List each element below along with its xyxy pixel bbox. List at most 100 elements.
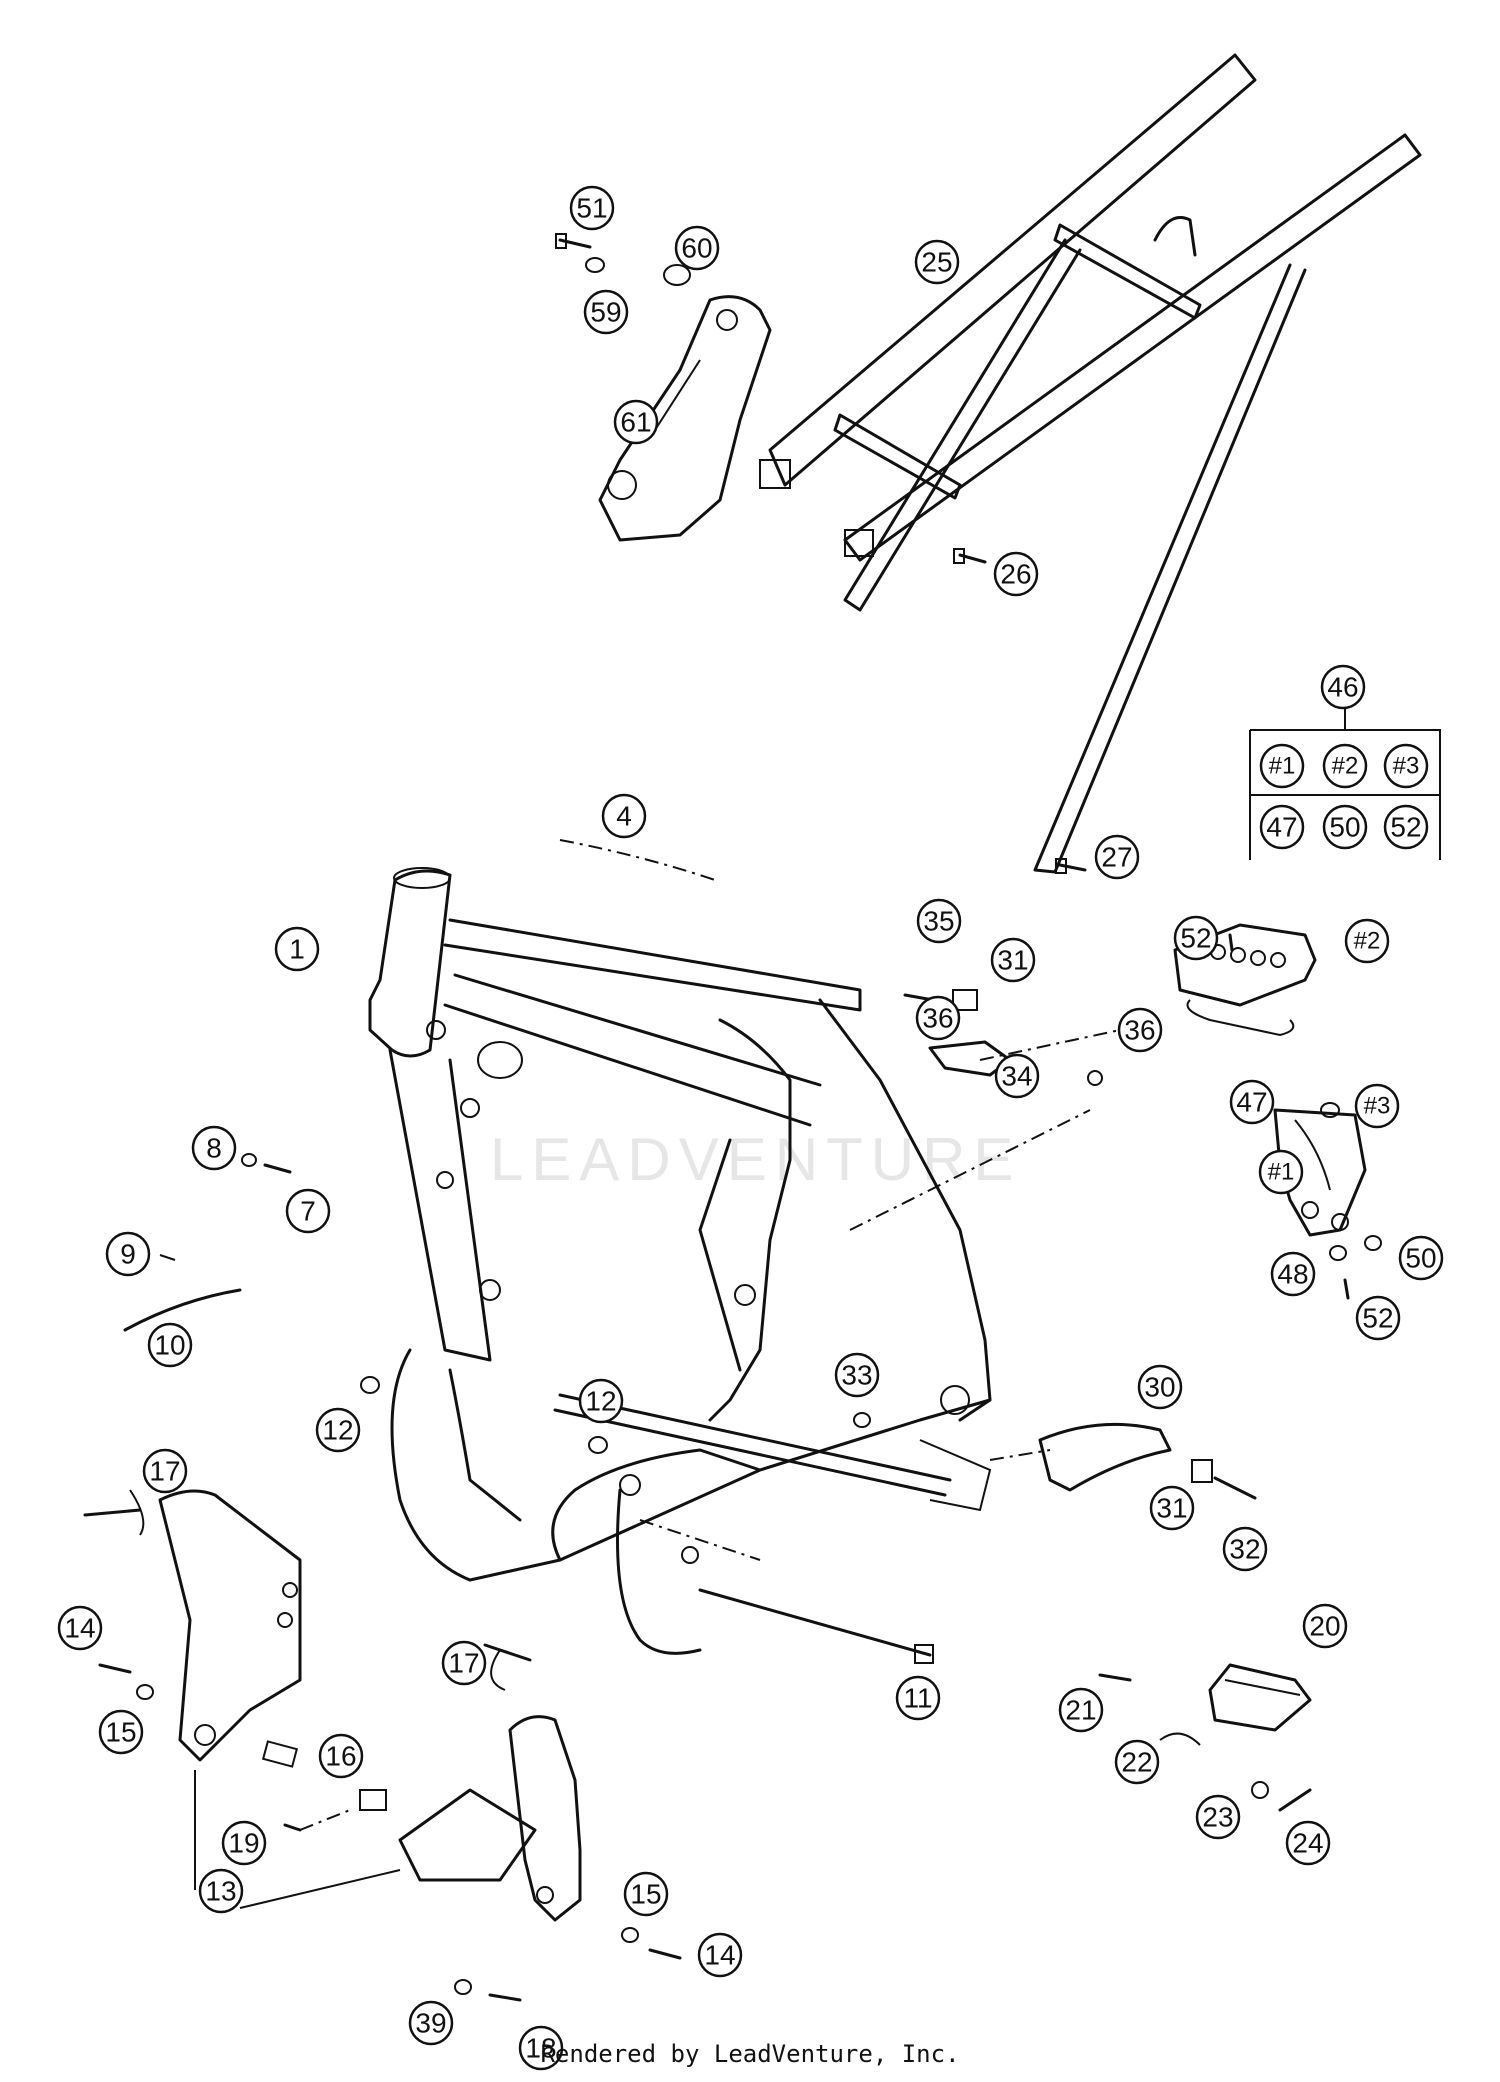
kit-member-50-circle: [1322, 804, 1368, 850]
callout-33: 33: [834, 1352, 880, 1398]
callout-31a-label: 31: [997, 945, 1028, 976]
engine-bolt-11-head: [914, 1644, 934, 1664]
screw-19: [283, 1823, 302, 1832]
screw-50: [1364, 1235, 1382, 1251]
callout-30-circle: [1137, 1364, 1183, 1410]
callout-14a-circle: [57, 1605, 103, 1651]
callout-12a-circle: [315, 1407, 361, 1453]
callout-7-circle: [285, 1188, 331, 1234]
callout-10: 10: [147, 1322, 193, 1368]
kit-callout-46-circle: [1320, 664, 1366, 710]
callout-61: 61: [613, 399, 659, 445]
nut-12a: [360, 1376, 380, 1394]
callout-59-circle: [583, 289, 629, 335]
kit-member-h1: #1: [1259, 743, 1305, 789]
callout-1-label: 1: [289, 934, 305, 965]
callout-8-label: 8: [206, 1133, 222, 1164]
spacer-31b: [1191, 1459, 1213, 1483]
callout-36a-circle: [915, 995, 961, 1041]
callout-12b-label: 12: [585, 1386, 616, 1417]
callout-48-label: 48: [1277, 1259, 1308, 1290]
callout-15b-label: 15: [630, 1879, 661, 1910]
callout-36b-circle: [1117, 1007, 1163, 1053]
kit-callout-46-label: 46: [1327, 672, 1358, 703]
callout-9: 9: [105, 1231, 151, 1277]
footrest-20: [1208, 1663, 1312, 1732]
kit-member-50-label: 50: [1329, 812, 1360, 843]
callout-61-circle: [613, 399, 659, 445]
callout-23: 23: [1195, 1794, 1241, 1840]
washer-36b: [1087, 1070, 1103, 1086]
bolt-18: [488, 1993, 522, 2002]
callout-25-circle: [914, 239, 960, 285]
callout-39-label: 39: [415, 2008, 446, 2039]
callout-11-circle: [895, 1675, 941, 1721]
callout-h1: #1: [1258, 1149, 1304, 1195]
cable-tie-17a-loop: [129, 1489, 145, 1536]
callout-59: 59: [583, 289, 629, 335]
callout-h1-circle: [1258, 1149, 1304, 1195]
callout-26: 26: [993, 551, 1039, 597]
kit-member-h3-circle: [1383, 743, 1429, 789]
nut-12b: [588, 1436, 608, 1454]
callout-20: 20: [1302, 1603, 1348, 1649]
callout-39-circle: [408, 2000, 454, 2046]
callout-15a-circle: [98, 1709, 144, 1755]
callout-25: 25: [914, 239, 960, 285]
callout-15b: 15: [623, 1871, 669, 1917]
callout-48-circle: [1270, 1251, 1316, 1297]
callout-32: 32: [1222, 1526, 1268, 1572]
main-frame: [368, 867, 992, 1655]
nut-h3: [1320, 1102, 1340, 1118]
callout-14b-circle: [697, 1932, 743, 1978]
callout-15a: 15: [98, 1709, 144, 1755]
callout-4: 4: [601, 793, 647, 839]
frame-guard-left: [158, 1489, 302, 1762]
callout-13-label: 13: [205, 1876, 236, 1907]
callout-14b: 14: [697, 1932, 743, 1978]
callout-27-label: 27: [1101, 842, 1132, 873]
callout-47: 47: [1229, 1079, 1275, 1125]
callout-36a-label: 36: [922, 1003, 953, 1034]
callout-31a: 31: [990, 937, 1036, 983]
callout-19: 19: [221, 1820, 267, 1866]
callout-12a-label: 12: [322, 1415, 353, 1446]
callout-31b-circle: [1149, 1485, 1195, 1531]
bracket-30: [1038, 1422, 1172, 1492]
callout-18: 18: [518, 2025, 564, 2071]
kit-member-h1-circle: [1259, 743, 1305, 789]
callout-50: 50: [1398, 1235, 1444, 1281]
callout-33-circle: [834, 1352, 880, 1398]
callout-10-label: 10: [154, 1330, 185, 1361]
screw-52-top: [1228, 933, 1234, 952]
callout-8-circle: [191, 1125, 237, 1171]
callout-31b: 31: [1149, 1485, 1195, 1531]
callout-48: 48: [1270, 1251, 1316, 1297]
callout-31a-circle: [990, 937, 1036, 983]
callout-50-circle: [1398, 1235, 1444, 1281]
engine-bolt-11: [698, 1588, 932, 1657]
callout-32-label: 32: [1229, 1534, 1260, 1565]
callout-14b-label: 14: [704, 1940, 735, 1971]
callout-22: 22: [1114, 1739, 1160, 1785]
callout-12a: 12: [315, 1407, 361, 1453]
callout-h2: #2: [1344, 918, 1390, 964]
callout-18-label: 18: [525, 2033, 556, 2064]
callout-27-circle: [1094, 834, 1140, 880]
callout-34-circle: [994, 1053, 1040, 1099]
callout-39: 39: [408, 2000, 454, 2046]
spring-22: [1159, 1732, 1201, 1746]
cable-tie-17b-loop: [490, 1649, 506, 1691]
watermark: LEADVENTURE: [490, 1126, 1021, 1193]
callout-36a: 36: [915, 995, 961, 1041]
callout-26-circle: [993, 551, 1039, 597]
callout-h2-circle: [1344, 918, 1390, 964]
callout-52a-circle: [1173, 915, 1219, 961]
callout-31b-label: 31: [1156, 1493, 1187, 1524]
washer-15b: [621, 1927, 639, 1943]
callout-15b-circle: [623, 1871, 669, 1917]
callout-60-circle: [674, 225, 720, 271]
callout-8: 8: [191, 1125, 237, 1171]
kit-member-52: 52: [1383, 804, 1429, 850]
callout-h3-label: #3: [1364, 1093, 1391, 1120]
